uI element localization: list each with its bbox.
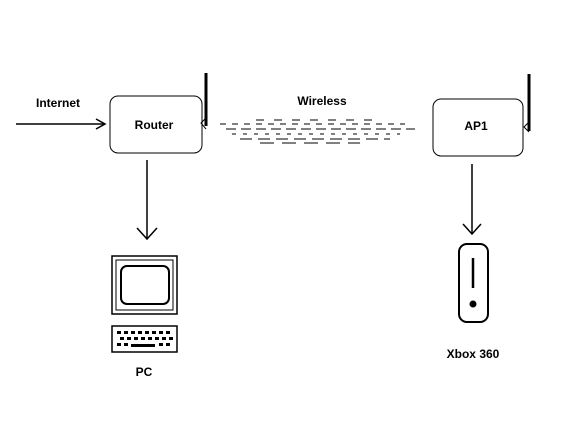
- arrow-icon: [136, 160, 158, 241]
- wireless-label: Wireless: [297, 94, 347, 108]
- monitor-icon: [111, 255, 178, 315]
- xbox-console-icon: [458, 243, 489, 323]
- antenna-icon: [523, 74, 531, 133]
- ap-label: AP1: [464, 119, 488, 133]
- antenna-icon: [200, 73, 208, 130]
- router-label: Router: [135, 118, 174, 132]
- internet-label: Internet: [36, 96, 80, 110]
- wireless-link: [220, 119, 415, 144]
- ap-node: AP1: [432, 98, 524, 157]
- internet-arrow: [16, 118, 107, 130]
- router-node: Router: [109, 95, 203, 154]
- keyboard-icon: [111, 325, 178, 353]
- pc-label: PC: [136, 365, 153, 379]
- xbox-label: Xbox 360: [447, 347, 500, 361]
- arrow-icon: [462, 164, 482, 236]
